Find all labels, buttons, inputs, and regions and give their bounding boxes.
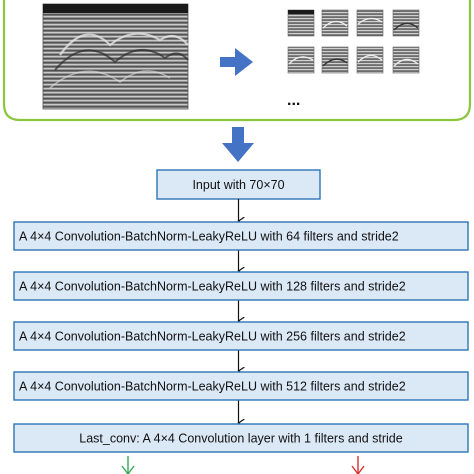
green-output-arrow-icon xyxy=(121,456,135,474)
patch-grid xyxy=(287,9,420,74)
data-preparation-panel: ... xyxy=(2,0,472,122)
layer-label: A 4×4 Convolution-BatchNorm-LeakyReLU wi… xyxy=(19,380,406,394)
patch-tile xyxy=(287,9,315,37)
red-output-arrow-icon xyxy=(351,456,365,474)
patch-tile xyxy=(356,9,384,37)
input-node: Input with 70×70 xyxy=(156,169,321,200)
patch-tile xyxy=(392,9,420,37)
last-conv-label: Last_conv: A 4×4 Convolution layer with … xyxy=(79,432,402,446)
patch-tile xyxy=(392,46,420,74)
layer-label: A 4×4 Convolution-BatchNorm-LeakyReLU wi… xyxy=(19,330,406,344)
layer-label: A 4×4 Convolution-BatchNorm-LeakyReLU wi… xyxy=(19,280,406,294)
down-arrow-icon xyxy=(222,127,254,162)
conv-layer-64: A 4×4 Convolution-BatchNorm-LeakyReLU wi… xyxy=(13,221,469,251)
patch-tile xyxy=(321,46,349,74)
input-label: Input with 70×70 xyxy=(192,178,284,192)
conv-layer-512: A 4×4 Convolution-BatchNorm-LeakyReLU wi… xyxy=(13,371,469,401)
last-conv-node: Last_conv: A 4×4 Convolution layer with … xyxy=(13,423,469,453)
right-arrow-icon xyxy=(220,48,253,76)
patch-tile xyxy=(321,9,349,37)
layer-label: A 4×4 Convolution-BatchNorm-LeakyReLU wi… xyxy=(19,230,399,244)
conv-layer-256: A 4×4 Convolution-BatchNorm-LeakyReLU wi… xyxy=(13,321,469,351)
ellipsis-text: ... xyxy=(287,92,300,109)
patch-tile xyxy=(356,46,384,74)
patch-tile xyxy=(287,46,315,74)
conv-layer-128: A 4×4 Convolution-BatchNorm-LeakyReLU wi… xyxy=(13,271,469,301)
gpr-radargram-image xyxy=(42,3,189,110)
